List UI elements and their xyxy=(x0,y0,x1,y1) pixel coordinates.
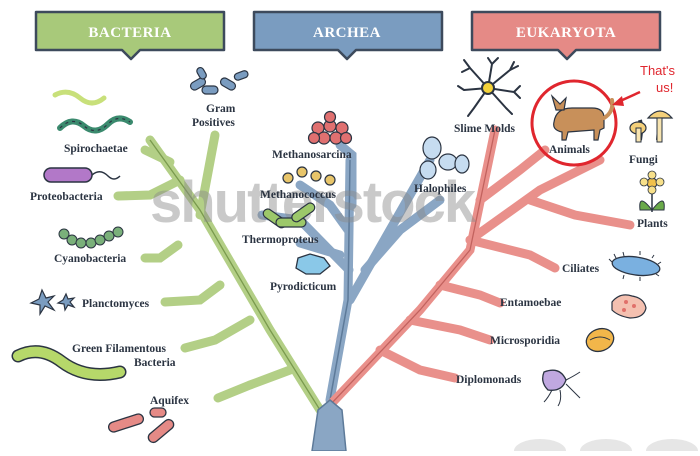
label-cyanobacteria: Cyanobacteria xyxy=(54,253,126,265)
label-proteobacteria: Proteobacteria xyxy=(30,191,103,203)
planctomyces-icon xyxy=(29,288,76,317)
ciliates-icon xyxy=(608,251,662,281)
label-halophiles: Halophiles xyxy=(414,183,467,195)
annotation-line-1: That's xyxy=(640,63,675,78)
bacteria-banner: BACTERIA xyxy=(34,10,226,61)
thermoproteus-icon xyxy=(262,202,316,229)
proteobacteria-icon xyxy=(43,167,121,183)
methanococcus-icon xyxy=(282,166,336,186)
spirochaetae-icon xyxy=(52,89,133,134)
pyrodicticum-icon xyxy=(295,253,331,275)
entamoebae-icon xyxy=(611,294,647,319)
cyanobacteria-icon xyxy=(58,226,124,249)
halophiles-icon xyxy=(419,136,470,180)
eukaryota-title: EUKARYOTA xyxy=(516,25,616,41)
aquifex-icon xyxy=(107,407,175,444)
label-plants: Plants xyxy=(637,218,668,230)
label-entamoebae: Entamoebae xyxy=(500,297,561,309)
animals-highlight-circle xyxy=(530,79,618,167)
eukaryota-banner: EUKARYOTA xyxy=(470,10,662,61)
label-spirochaetae: Spirochaetae xyxy=(64,143,128,155)
label-aquifex: Aquifex xyxy=(150,395,189,407)
label-methanosarcina: Methanosarcina xyxy=(272,149,352,161)
decorative-bubbles xyxy=(514,439,698,456)
label-pyrodicticum: Pyrodicticum xyxy=(270,281,337,293)
label-positives: Positives xyxy=(192,117,235,129)
label-animals: Animals xyxy=(549,144,590,156)
label-green-filamentous: Green Filamentous xyxy=(72,343,167,355)
label-fungi: Fungi xyxy=(629,154,659,166)
label-green-filamentous-bacteria: Bacteria xyxy=(134,357,176,369)
cat-icon xyxy=(550,93,615,141)
annotation-line-2: us! xyxy=(656,80,673,95)
fungi-icon xyxy=(629,110,674,143)
plants-icon xyxy=(639,170,665,212)
green-filamentous-icon xyxy=(11,345,127,381)
label-microsporidia: Microsporidia xyxy=(490,335,560,347)
archea-banner: ARCHEA xyxy=(252,10,444,61)
label-planctomyces: Planctomyces xyxy=(82,298,150,310)
microsporidia-icon xyxy=(585,327,615,353)
label-thermoproteus: Thermoproteus xyxy=(242,234,319,246)
annotation-arrow xyxy=(612,90,641,106)
label-gram: Gram xyxy=(206,103,236,115)
archea-title: ARCHEA xyxy=(313,25,381,41)
label-slime-molds: Slime Molds xyxy=(454,123,516,135)
label-diplomonads: Diplomonads xyxy=(456,374,522,386)
methanosarcina-icon xyxy=(307,110,353,145)
bacteria-title: BACTERIA xyxy=(88,25,171,41)
diplomonads-icon xyxy=(542,369,581,407)
label-ciliates: Ciliates xyxy=(562,263,600,275)
slime-molds-icon xyxy=(457,57,521,117)
gram-positives-icon xyxy=(189,66,249,95)
label-methanococcus: Methanococcus xyxy=(260,189,337,201)
